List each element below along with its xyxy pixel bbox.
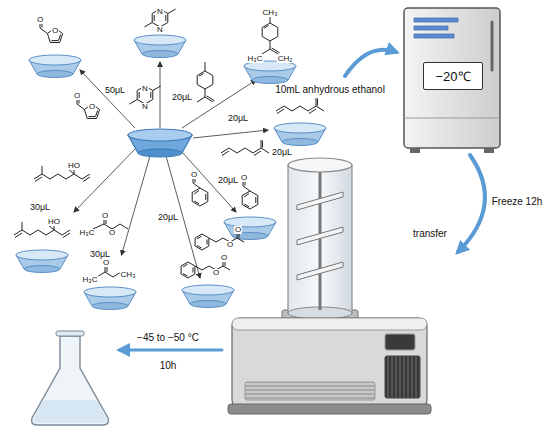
label-slot: N <box>141 95 149 113</box>
step-label: 10mL anhydrous ethanol <box>275 85 385 95</box>
step-label: transfer <box>413 229 447 239</box>
label-slot: O <box>190 163 198 181</box>
label-slot: H₃C <box>79 221 96 239</box>
label-slot: O <box>88 95 96 113</box>
sample-dishes <box>16 35 326 310</box>
label-slot: 20μL <box>158 206 178 224</box>
atom-label: O <box>108 229 116 237</box>
label-slot: O <box>51 19 59 37</box>
label-slot: N <box>156 0 164 18</box>
label-slot: transfer <box>413 223 447 241</box>
atom-label: O <box>102 259 110 267</box>
atom-label: N <box>141 103 149 111</box>
atom-label: CH₂ <box>277 55 294 63</box>
label-slot: HO <box>47 210 61 228</box>
label-slot: O <box>108 221 116 239</box>
dispense-lines <box>74 62 268 278</box>
label-slot: CH₂ <box>277 47 294 65</box>
label-slot: 20μL <box>218 169 238 187</box>
label-slot: CH₃ <box>120 263 137 281</box>
label-slot: O <box>240 166 248 184</box>
label-slot: 20μL <box>228 107 248 125</box>
label-slot: Freeze 12h <box>492 191 543 209</box>
volume-label: 30μL <box>90 250 110 259</box>
label-slot: H₃C <box>247 47 264 65</box>
label-slot: O <box>212 261 220 279</box>
step-label: 10h <box>160 361 177 371</box>
label-slot: O <box>36 8 44 26</box>
volume-label: 30μL <box>30 203 50 212</box>
atom-label: O <box>212 269 220 277</box>
display-text: −20℃ <box>435 70 470 83</box>
volume-label: 20μL <box>158 213 178 222</box>
volume-label: 50μL <box>105 86 125 95</box>
label-slot: O <box>101 204 109 222</box>
flask <box>32 331 109 425</box>
atom-label: O <box>88 103 96 111</box>
atom-label: N <box>156 26 164 34</box>
atom-label: CH₃ <box>262 9 279 17</box>
atom-label: O <box>73 92 81 100</box>
line-molecules <box>34 62 269 250</box>
step-label: −45 to −50 °C <box>137 333 199 343</box>
label-slot: O <box>73 84 81 102</box>
atom-label: O <box>220 254 228 262</box>
volume-label: 20μL <box>228 114 248 123</box>
label-slot: O <box>102 251 110 269</box>
atom-label: CH₃ <box>120 271 137 279</box>
label-slot: HO <box>67 154 81 172</box>
step-label: Freeze 12h <box>492 197 543 207</box>
atom-label: O <box>234 226 242 234</box>
atom-label: N <box>156 8 164 16</box>
atom-label: H₃C <box>82 276 99 284</box>
label-slot: −45 to −50 °C <box>137 327 199 345</box>
atom-label: O <box>226 241 234 249</box>
freezer-display: −20℃ <box>423 62 483 90</box>
label-slot: 20μL <box>272 141 292 159</box>
volume-label: 20μL <box>218 176 238 185</box>
label-slot: 10h <box>160 355 177 373</box>
atom-label: O <box>51 27 59 35</box>
freeze-dryer <box>228 158 431 414</box>
label-slot: O <box>220 246 228 264</box>
atom-label: O <box>36 16 44 24</box>
atom-label: O <box>101 212 109 220</box>
label-slot: H₃C <box>82 268 99 286</box>
volume-label: 20μL <box>272 148 292 157</box>
label-slot: CH₃ <box>262 1 279 19</box>
label-slot: 50μL <box>105 79 125 97</box>
label-slot: N <box>141 77 149 95</box>
label-slot: N <box>156 18 164 36</box>
atom-label: HO <box>67 162 81 170</box>
label-slot: O <box>226 233 234 251</box>
atom-label: H₃C <box>247 55 264 63</box>
dish-molecules <box>14 9 324 278</box>
central-dish <box>128 129 192 157</box>
atom-label: H₃C <box>79 229 96 237</box>
atom-label: N <box>141 85 149 93</box>
freezer <box>404 8 500 153</box>
label-slot: 30μL <box>30 196 50 214</box>
volume-label: 20μL <box>172 93 192 102</box>
label-slot: 20μL <box>172 86 192 104</box>
atom-label: HO <box>47 218 61 226</box>
label-slot: 10mL anhydrous ethanol <box>275 79 385 97</box>
label-slot: O <box>234 218 242 236</box>
atom-label: O <box>190 171 198 179</box>
atom-label: O <box>240 174 248 182</box>
